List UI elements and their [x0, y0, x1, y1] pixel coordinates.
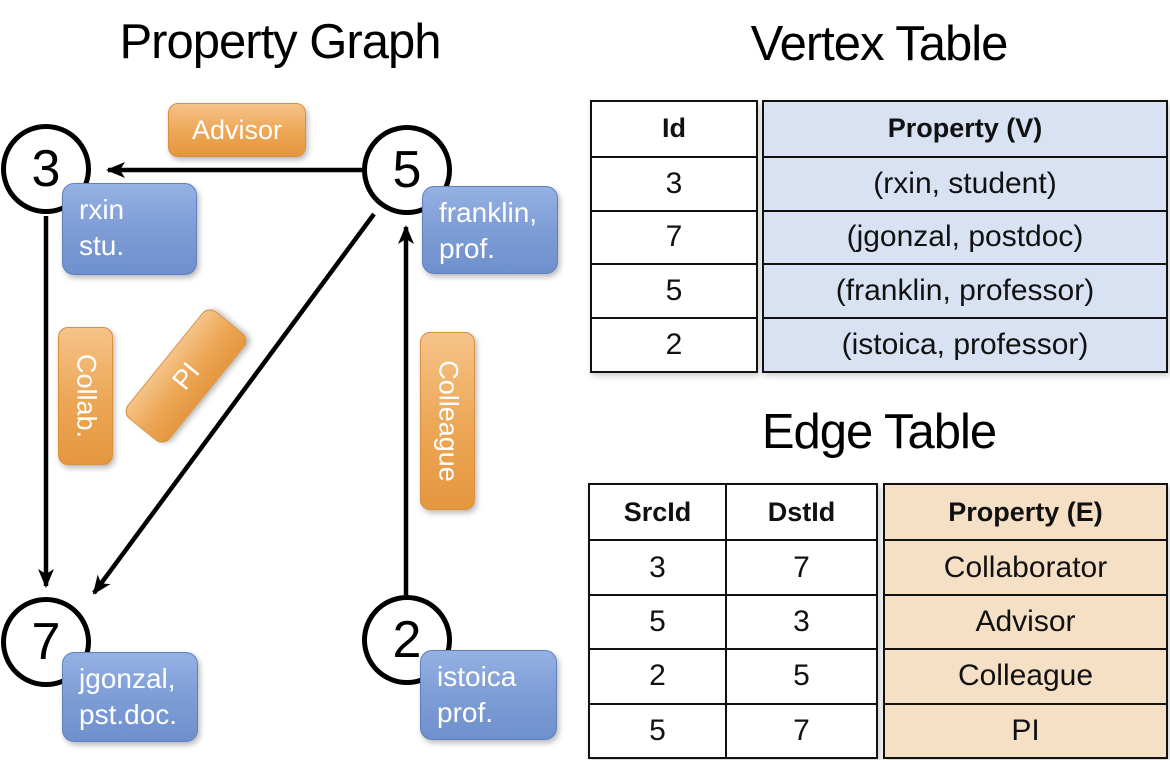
- edge-table-property-column: Property (E) Collaborator Advisor Collea…: [883, 483, 1168, 759]
- edge-label-collab-text: Collab.: [71, 353, 101, 439]
- vertex-5-property-line2: prof.: [439, 233, 496, 265]
- vertex-5: 5: [362, 125, 452, 215]
- vertex-table-property-cell: (franklin, professor): [764, 263, 1166, 318]
- vertex-table-property-column: Property (V) (rxin, student) (jgonzal, p…: [762, 100, 1168, 373]
- edge-label-colleague: Colleague: [420, 332, 475, 510]
- edge-table-srcid-cell: 2: [590, 648, 725, 702]
- vertex-5-property-box: franklin, prof.: [422, 186, 558, 274]
- vertex-7-property-line2: pst.doc.: [79, 699, 178, 731]
- vertex-table-id-column: Id 3 7 5 2: [590, 100, 758, 373]
- edge-table-srcid-cell: 5: [590, 702, 725, 757]
- vertex-table-property-header: Property (V): [764, 102, 1166, 156]
- vertex-2-property-line2: prof.: [437, 697, 494, 729]
- vertex-3-property-box: rxin stu.: [62, 183, 197, 275]
- edge-label-advisor: Advisor: [168, 103, 306, 157]
- edge-label-pi: PI: [121, 305, 251, 447]
- vertex-7-property-box: jgonzal, pst.doc.: [62, 652, 198, 742]
- edge-table-dstid-header: DstId: [725, 485, 876, 540]
- property-graph-title: Property Graph: [119, 15, 442, 69]
- edge-label-collab: Collab.: [58, 327, 113, 465]
- vertex-table-id-header: Id: [662, 113, 686, 144]
- edge-table-property-cell: Collaborator: [885, 539, 1166, 594]
- vertex-table-id-cell: 5: [592, 263, 756, 317]
- vertex-table-id-cell: 7: [592, 209, 756, 264]
- edge-table-property-header: Property (E): [885, 485, 1166, 540]
- vertex-table-id-cell: 3: [592, 155, 756, 210]
- vertex-table-title: Vertex Table: [750, 17, 1009, 71]
- vertex-3-property-line1: rxin: [79, 194, 125, 225]
- vertex-7-property-line1: jgonzal,: [79, 663, 176, 694]
- edge-table-id-columns: SrcId DstId 3 7 5 3 2 5 5 7: [588, 483, 878, 759]
- edge-table-dstid-cell: 7: [725, 702, 876, 757]
- vertex-3-property-line2: stu.: [79, 230, 125, 262]
- vertex-2-property-line1: istoica: [437, 661, 517, 692]
- edge-label-pi-text: PI: [165, 356, 206, 396]
- vertex-3: 3: [1, 124, 91, 214]
- vertex-table-id-cell: 2: [592, 317, 756, 371]
- vertex-2-property-box: istoica prof.: [420, 650, 557, 740]
- edge-table-property-cell: Colleague: [885, 648, 1166, 703]
- edge-table-dstid-cell: 5: [725, 648, 876, 703]
- edge-table-dstid-cell: 3: [725, 593, 876, 649]
- edge-table-property-cell: Advisor: [885, 593, 1166, 649]
- edge-table-srcid-header: SrcId: [623, 496, 692, 527]
- edge-table-title: Edge Table: [761, 405, 997, 459]
- edge-table-srcid-cell: 3: [590, 539, 725, 593]
- edge-table-srcid-cell: 5: [590, 593, 725, 648]
- vertex-table-property-cell: (rxin, student): [764, 155, 1166, 210]
- vertex-table-property-cell: (jgonzal, postdoc): [764, 209, 1166, 264]
- edge-label-colleague-text: Colleague: [433, 360, 463, 482]
- vertex-5-property-line1: franklin,: [439, 197, 538, 228]
- vertex-table-property-cell: (istoica, professor): [764, 317, 1166, 371]
- edge-label-advisor-text: Advisor: [191, 114, 283, 145]
- edge-table-property-cell: PI: [885, 702, 1166, 757]
- edge-table-dstid-cell: 7: [725, 539, 876, 594]
